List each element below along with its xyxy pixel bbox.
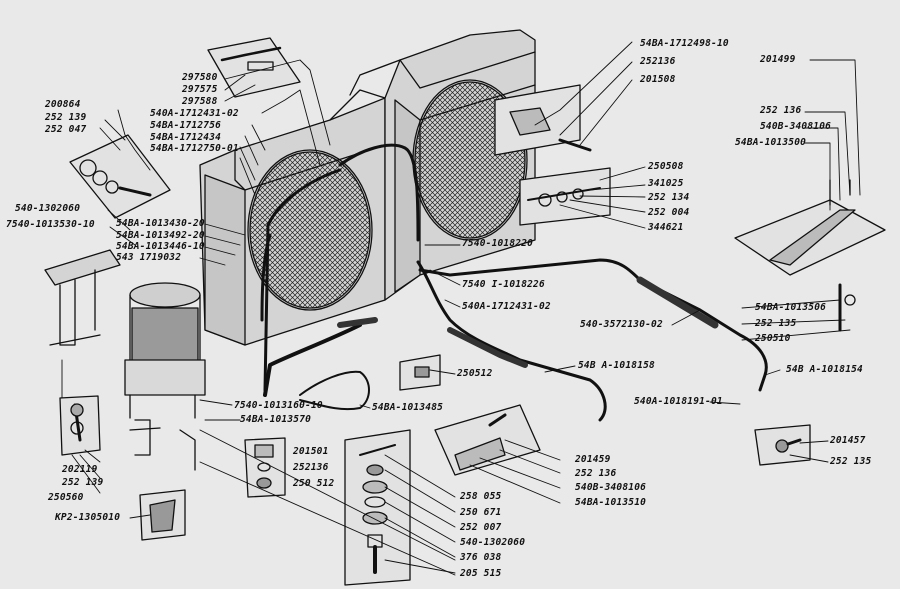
label-1018191: 540А-1018191-01 bbox=[634, 396, 723, 407]
label-344621: 344621 bbox=[648, 222, 684, 233]
label-1018154: 54В А-1018154 bbox=[786, 364, 863, 375]
label-1712434: 54ВА-1712434 bbox=[150, 132, 222, 143]
label-1712431-02-left: 540А-1712431-02 bbox=[150, 108, 239, 119]
inset-box-bolt bbox=[59, 395, 101, 456]
label-kr2-1305010: КР2-1305010 bbox=[55, 512, 121, 523]
coolant-pipes bbox=[263, 258, 768, 422]
label-250508: 250508 bbox=[648, 161, 684, 172]
label-1018220: 7540-1018220 bbox=[462, 238, 534, 249]
label-252047: 252 047 bbox=[45, 124, 87, 135]
label-252136-right: 252 136 bbox=[760, 105, 802, 116]
label-1712756: 54ВА-1712756 bbox=[150, 120, 222, 131]
label-1302060-bottom: 540-1302060 bbox=[460, 537, 526, 548]
label-252135-mid: 252 135 bbox=[755, 318, 797, 329]
label-252136-lower-right: 252 136 bbox=[575, 468, 617, 479]
inset-box-bracket-2 bbox=[434, 404, 541, 476]
label-1018158: 54В А-1018158 bbox=[578, 360, 655, 371]
label-1013160: 7540-1013160-10 bbox=[234, 400, 323, 411]
label-201508: 201508 bbox=[640, 74, 676, 85]
label-202119: 202119 bbox=[62, 464, 98, 475]
label-1013510: 54ВА-1013510 bbox=[575, 497, 647, 508]
label-205515: 205 515 bbox=[460, 568, 502, 579]
label-1013485: 54ВА-1013485 bbox=[372, 402, 444, 413]
label-297588: 297588 bbox=[182, 96, 218, 107]
label-1013530: 7540-1013530-10 bbox=[6, 219, 95, 230]
label-250510: 250510 bbox=[755, 333, 791, 344]
label-297580: 297580 bbox=[182, 72, 218, 83]
label-1013506: 54ВА-1013506 bbox=[755, 302, 827, 313]
left-bracket bbox=[44, 249, 121, 346]
label-297575: 297575 bbox=[182, 84, 218, 95]
label-1712750: 54ВА-1712750-01 bbox=[150, 143, 239, 154]
label-201457: 201457 bbox=[830, 435, 866, 446]
label-252136-lower: 252136 bbox=[293, 462, 329, 473]
label-3408106-lower: 540В-3408106 bbox=[575, 482, 647, 493]
leader-lines bbox=[61, 41, 861, 576]
label-250560: 250560 bbox=[48, 492, 84, 503]
label-1302060-left: 540-1302060 bbox=[15, 203, 81, 214]
label-252136-top: 252136 bbox=[640, 56, 676, 67]
label-341025: 341025 bbox=[648, 178, 684, 189]
label-201459: 201459 bbox=[575, 454, 611, 465]
inset-box-fasteners bbox=[69, 134, 171, 219]
fastener-parts bbox=[70, 46, 856, 574]
label-376038: 376 038 bbox=[460, 552, 502, 563]
label-250512-lower: 250 512 bbox=[293, 478, 335, 489]
inset-box-clamp bbox=[519, 167, 611, 226]
label-250671: 250 671 bbox=[460, 507, 502, 518]
label-252004: 252 004 bbox=[648, 207, 690, 218]
inset-box-clip bbox=[207, 37, 301, 98]
label-1712498: 54ВА-1712498-10 bbox=[640, 38, 729, 49]
label-1719032: 543 1719032 bbox=[116, 252, 182, 263]
expansion-tank bbox=[124, 282, 206, 419]
label-252135-bottom: 252 135 bbox=[830, 456, 872, 467]
label-252134: 252 134 bbox=[648, 192, 690, 203]
label-3408106-right: 540В-3408106 bbox=[760, 121, 832, 132]
label-1013430: 54ВА-1013430-20 bbox=[116, 218, 205, 229]
label-1013500: 54ВА-1013500 bbox=[735, 137, 807, 148]
label-1013446: 54ВА-1013446-10 bbox=[116, 241, 205, 252]
label-201499: 201499 bbox=[760, 54, 796, 65]
label-252007: 252 007 bbox=[460, 522, 502, 533]
label-1018226: 7540 I-1018226 bbox=[462, 279, 545, 290]
label-1712431-02-mid: 540А-1712431-02 bbox=[462, 301, 551, 312]
label-1013570: 54ВА-1013570 bbox=[240, 414, 312, 425]
label-252139-top: 252 139 bbox=[45, 112, 87, 123]
label-1013492: 54ВА-1013492-20 bbox=[116, 230, 205, 241]
label-258055: 258 055 bbox=[460, 491, 502, 502]
top-hoses bbox=[260, 143, 420, 392]
label-200864: 200864 bbox=[45, 99, 81, 110]
label-252139-bottom: 252 139 bbox=[62, 477, 104, 488]
mounting-strap bbox=[299, 370, 370, 411]
label-201501: 201501 bbox=[293, 446, 329, 457]
label-3572130: 540-3572130-02 bbox=[580, 319, 663, 330]
left-radiator bbox=[199, 89, 386, 346]
label-250512-mid: 250512 bbox=[457, 368, 493, 379]
